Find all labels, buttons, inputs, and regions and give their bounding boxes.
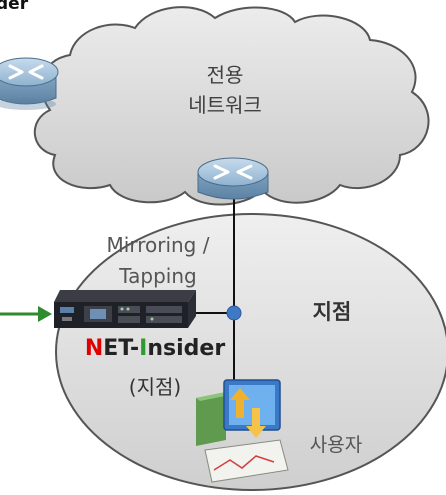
mirroring-label-line2: Tapping [119, 264, 197, 288]
network-cloud [33, 6, 430, 206]
cloud-label-line2: 네트워크 [188, 93, 262, 117]
appliance-icon [54, 290, 196, 328]
product-letter-n: N [84, 336, 104, 361]
mirroring-label-line1: Mirroring / [106, 233, 210, 257]
router-icon [197, 157, 269, 200]
branch-ellipse [55, 213, 446, 491]
product-part-nsider: nsider [147, 336, 226, 361]
branch-label: 지점 [312, 300, 352, 324]
product-part-et: ET- [103, 336, 140, 361]
cropped-title: der [0, 0, 29, 14]
product-letter-i: I [139, 336, 148, 361]
cloud-label: 전용 네트워크 [170, 60, 280, 120]
router-icon [0, 57, 59, 110]
user-label: 사용자 [309, 434, 363, 456]
mirroring-label: Mirroring / Tapping [78, 230, 238, 292]
feed-arrow-head [38, 306, 52, 322]
cloud-label-line1: 전용 [206, 63, 244, 87]
product-subtitle: (지점) [128, 375, 182, 399]
product-name: NET-Insider [80, 336, 230, 361]
tap-point-icon [226, 305, 242, 321]
user-computer-icon [196, 379, 289, 483]
